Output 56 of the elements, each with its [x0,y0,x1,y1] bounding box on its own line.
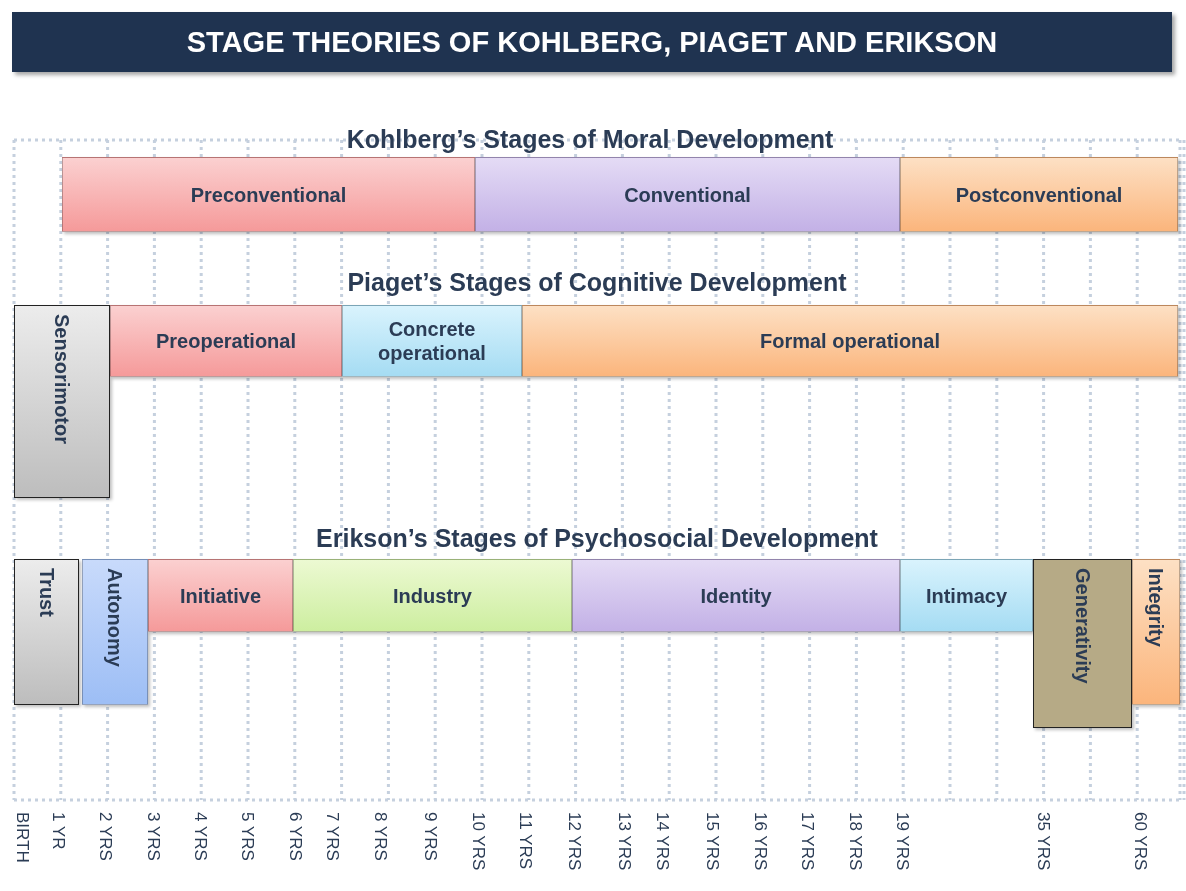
stage-bar [110,305,342,377]
section-heading: Erikson’s Stages of Psychosocial Development [316,524,878,553]
stage-name: Autonomy [103,568,127,667]
stage-bar [148,559,293,632]
age-label: 13 YRS [614,812,634,871]
age-label: 9 YRS [420,812,440,861]
stage-name: Integrity [1144,568,1168,647]
stage-name: Concrete operational [377,317,487,365]
stage-bar [572,559,900,632]
age-label: 7 YRS [322,812,342,861]
stage-name: Trust [34,568,59,617]
age-label: 60 YRS [1130,812,1150,871]
stage-bar [14,559,79,705]
stage-bar [342,305,522,377]
stage-bar [293,559,572,632]
age-label: 5 YRS [237,812,257,861]
stage-name: Postconventional [955,182,1123,207]
age-label: 1 YR [48,812,68,850]
stage-name: Generativity [1070,568,1095,684]
age-label: 35 YRS [1033,812,1053,871]
age-label: 19 YRS [892,812,912,871]
stage-bar [522,305,1178,377]
age-label: 12 YRS [564,812,584,871]
age-label: 11 YRS [515,812,535,870]
stage-name: Intimacy [925,583,1008,608]
title-banner: STAGE THEORIES OF KOHLBERG, PIAGET AND ERIKSON [12,12,1172,72]
stage-bar [82,559,148,705]
age-label: 15 YRS [702,812,722,871]
age-label: 6 YRS [285,812,305,861]
stage-name: Preoperational [155,329,296,353]
stage-bar [900,157,1178,232]
age-label: 2 YRS [95,812,115,861]
stage-bar [1033,559,1132,728]
stage-name: Formal operational [760,329,940,353]
stage-bar [1132,559,1180,705]
age-label: 14 YRS [652,812,672,871]
age-label: 16 YRS [750,812,770,871]
stage-name: Preconventional [190,182,347,207]
age-label: 4 YRS [190,812,210,861]
stage-bar [62,157,475,232]
stage-bar [475,157,900,232]
age-label: 3 YRS [143,812,163,861]
stage-name: Identity [700,583,772,608]
stage-name: Industry [393,583,472,608]
section-heading: Piaget’s Stages of Cognitive Development [347,268,847,297]
stage-bar [900,559,1033,632]
stage-name: Sensorimotor [50,314,74,445]
stage-name: Initiative [179,583,262,608]
section-heading: Kohlberg’s Stages of Moral Development [346,125,834,154]
age-label: BIRTH [12,812,32,863]
stage-bar [14,305,110,498]
stage-name: Conventional [624,182,751,207]
age-label: 8 YRS [370,812,390,861]
age-label: 18 YRS [845,812,865,871]
age-label: 10 YRS [468,812,488,871]
age-label: 17 YRS [797,812,817,871]
